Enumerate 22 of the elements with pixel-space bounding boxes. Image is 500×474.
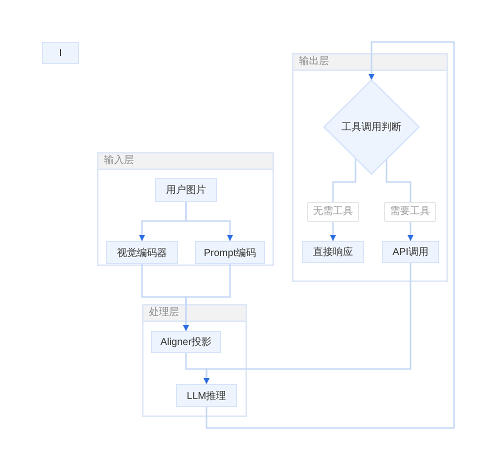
panel-title: 输出层 [292,53,448,71]
process-box: Prompt编码 [195,241,265,264]
layer-panel [97,152,274,266]
connector-arrow [183,264,231,331]
edge-label: 无需工具 [307,202,359,222]
process-box: 用户图片 [155,178,217,202]
process-box: I [42,42,79,64]
decision-label: 工具调用判断 [342,120,402,134]
panel-title: 处理层 [142,304,247,322]
process-box: API调用 [382,241,439,263]
layer-panel [292,53,448,282]
panel-title: 输入层 [97,152,274,170]
decision-diamond [324,80,419,174]
process-box: Aligner投影 [151,331,221,353]
process-box: 视觉编码器 [106,241,178,264]
connector-arrow [206,41,455,429]
layer-panel [142,304,247,417]
connector-arrow [204,263,412,384]
process-box: 直接响应 [302,241,364,263]
connector-arrow [185,202,233,241]
edge-label: 需要工具 [384,202,436,222]
process-box: LLM推理 [176,384,237,407]
